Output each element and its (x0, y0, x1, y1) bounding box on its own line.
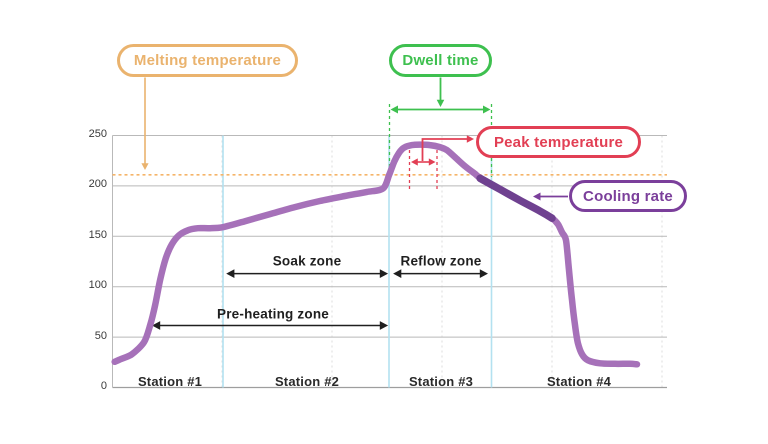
dwell-span-arrow-head (390, 105, 398, 114)
peak-span-arrow-head (428, 158, 436, 166)
callout-melting-temperature: Melting temperature (117, 44, 298, 77)
zone-arrow-1-head (393, 269, 402, 278)
temperature-profile (111, 141, 641, 368)
callout-dwell-time: Dwell time (389, 44, 492, 77)
callout-peak-temperature: Peak temperature (476, 126, 641, 158)
y-tick-0: 0 (100, 380, 107, 392)
station-label-4: Station #4 (546, 374, 612, 389)
zone-label-reflow: Reflow zone (400, 253, 482, 269)
peak-span-arrow-head (411, 158, 418, 166)
dwell-span-arrow-head (483, 105, 491, 114)
y-tick-50: 50 (94, 329, 107, 342)
y-tick-250: 250 (88, 128, 107, 140)
station-label-2: Station #2 (274, 374, 340, 389)
zone-label-preheating: Pre-heating zone (217, 306, 329, 322)
callout-cooling-rate: Cooling rate (569, 180, 687, 212)
zone-arrow-0-head (226, 269, 235, 278)
y-tick-150: 150 (88, 228, 107, 241)
zone-arrow-0-head (379, 269, 389, 278)
zone-label-soak: Soak zone (272, 253, 342, 269)
cooling-callout-arrowhead (533, 192, 541, 201)
station-label-3: Station #3 (408, 374, 474, 389)
zone-arrow-1-head (479, 269, 488, 278)
y-tick-200: 200 (88, 178, 107, 190)
cooling-rate-highlight (476, 174, 556, 222)
station-label-1: Station #1 (137, 374, 203, 389)
zone-arrow-2-head (379, 321, 389, 330)
zone-arrow-2-head (152, 321, 161, 330)
peak-connector-arrowhead (466, 135, 474, 143)
y-tick-100: 100 (88, 279, 107, 291)
dwell-callout-arrowhead (436, 99, 445, 107)
melting-callout-arrowhead (141, 163, 149, 170)
peak-connector (421, 138, 469, 161)
